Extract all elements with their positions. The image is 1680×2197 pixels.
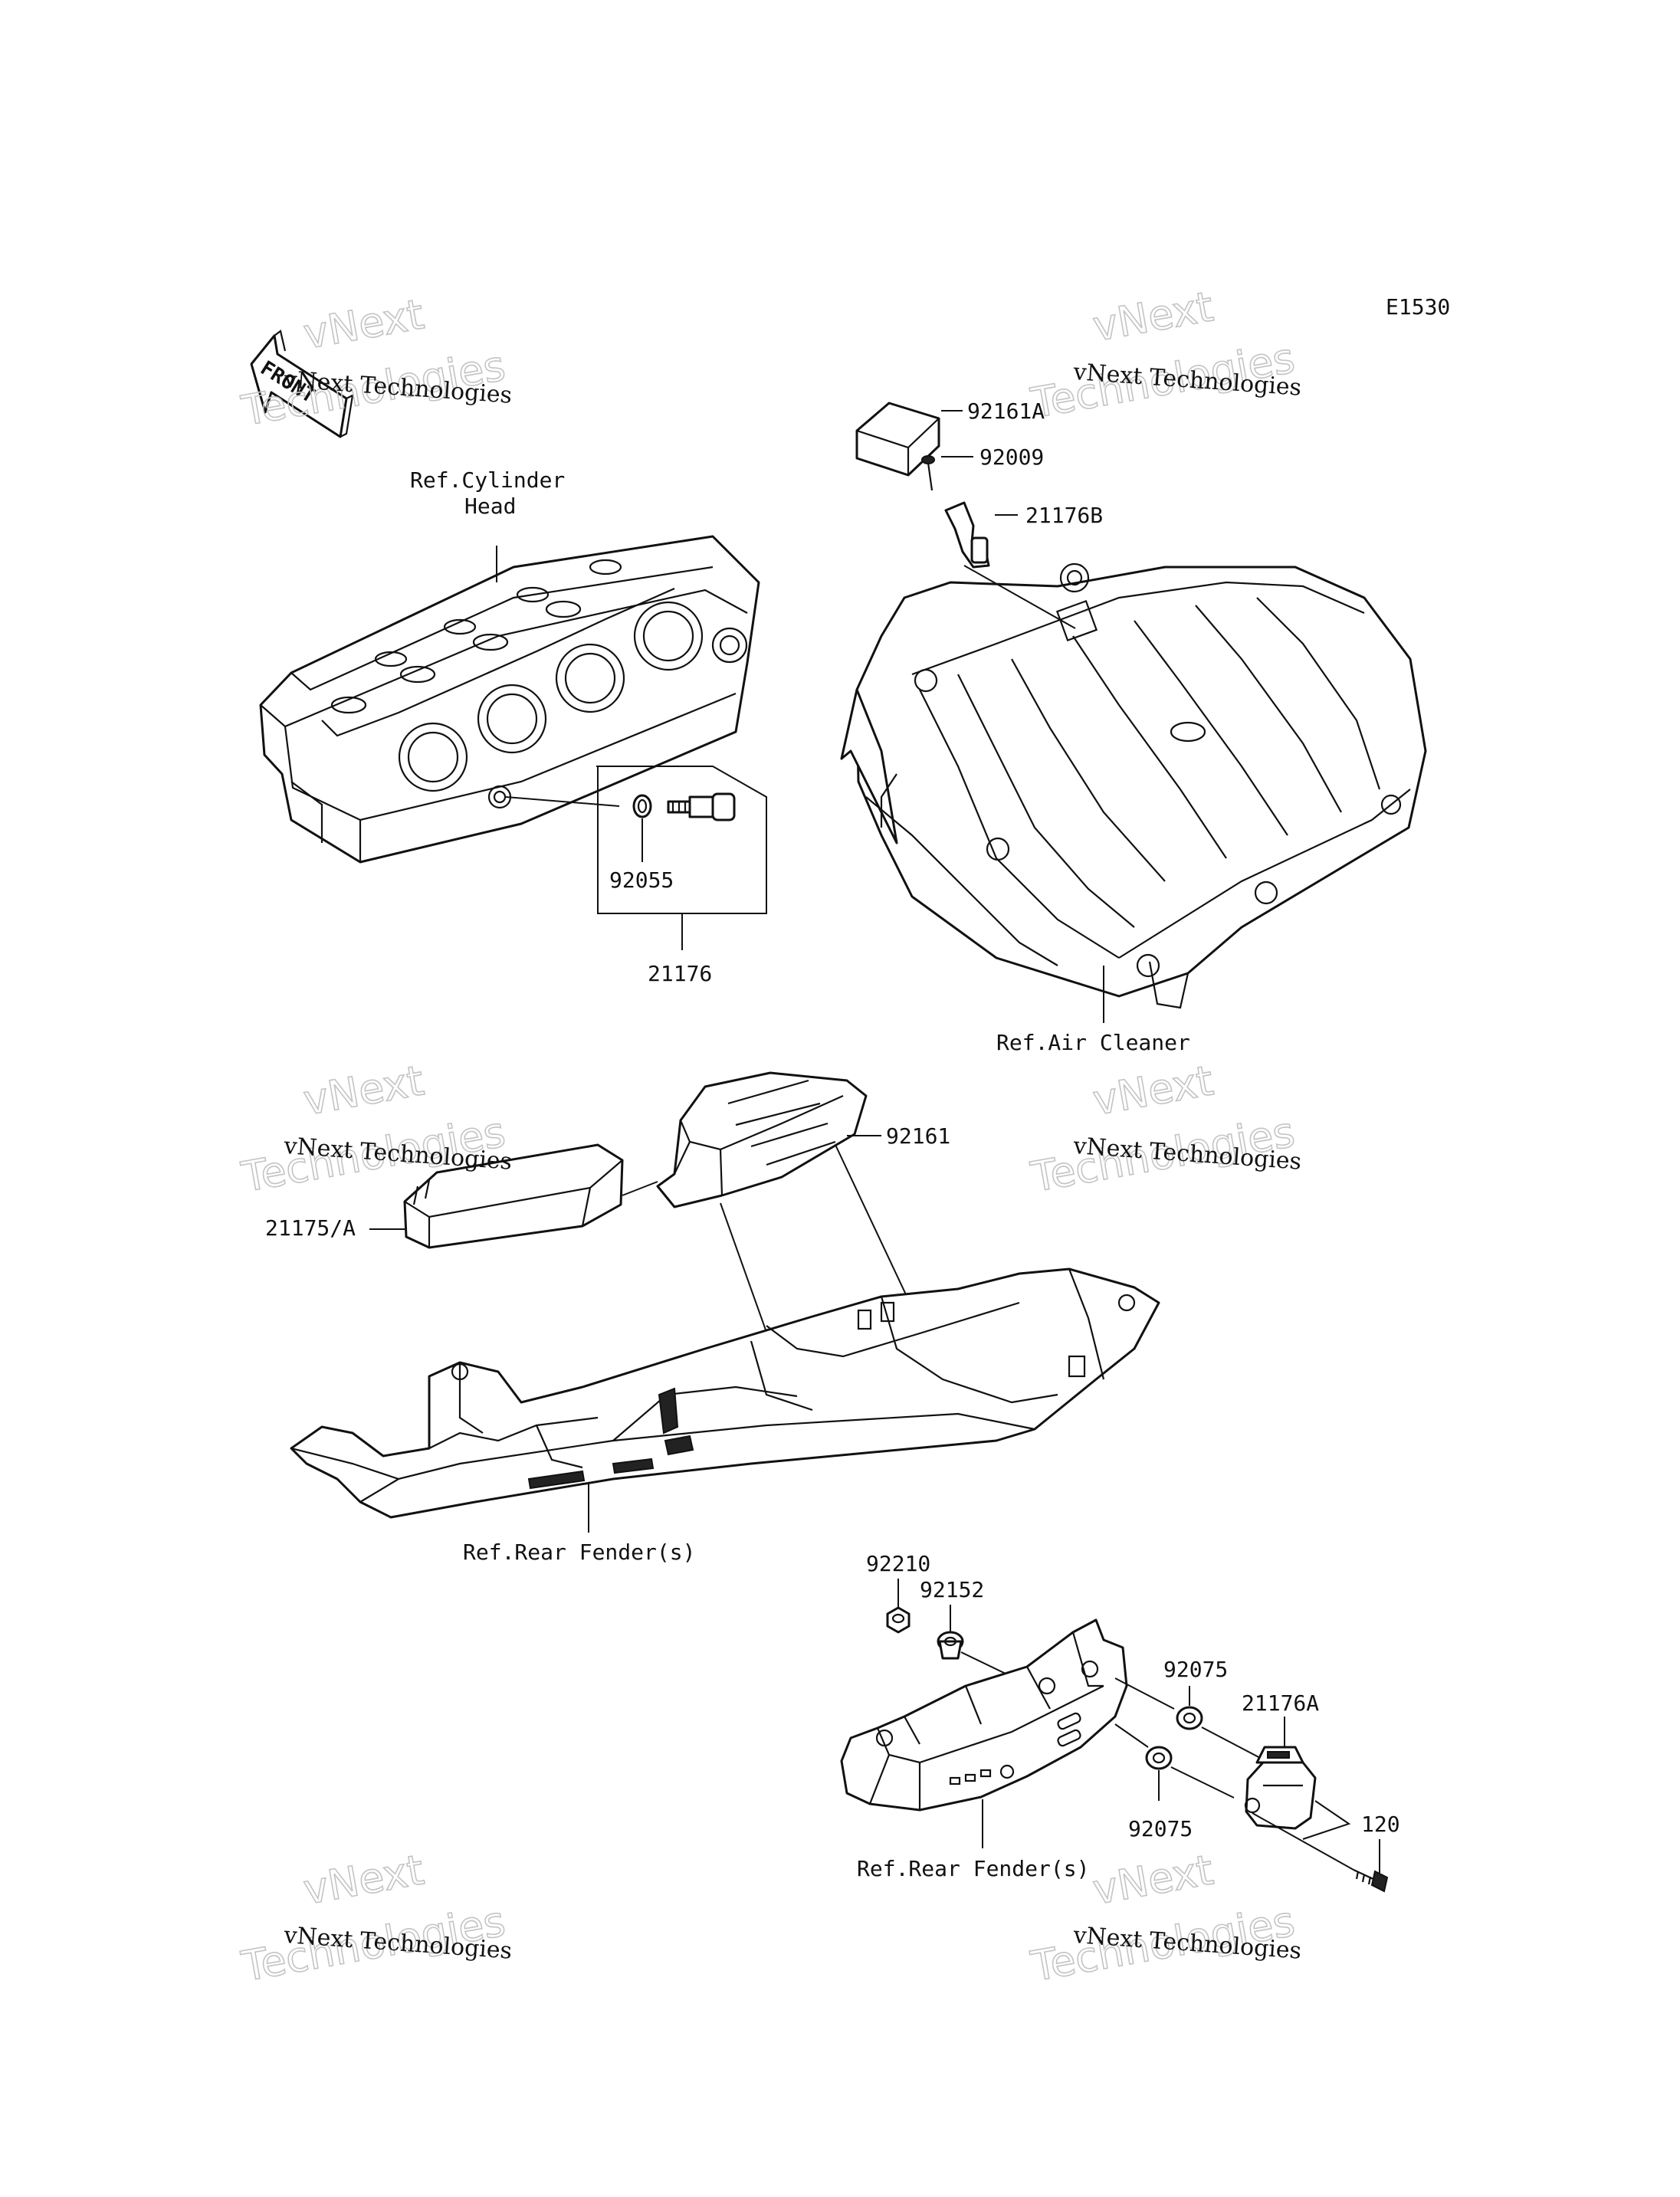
part-92161a-label: 92161A (967, 398, 1045, 424)
part-92075-lower-label: 92075 (1128, 1816, 1193, 1841)
rubber-block-92161a-icon (855, 402, 940, 477)
bracket-92161 (656, 1071, 868, 1208)
sensor-21176-icon (667, 792, 736, 821)
grommet-92075-upper-icon (1176, 1706, 1203, 1730)
ref-air-cleaner-label: Ref.Air Cleaner (996, 1030, 1190, 1055)
part-21176a-label: 21176A (1242, 1690, 1319, 1716)
bolt-120-icon (1353, 1869, 1389, 1893)
washer-92055-icon (632, 794, 652, 818)
part-92152-label: 92152 (920, 1577, 984, 1602)
watermark-mid-right: vNext Technologies vNext Technologies (1027, 1056, 1303, 1202)
part-21176b-label: 21176B (1025, 503, 1103, 528)
rear-fender-upper (290, 1267, 1160, 1519)
screw-92009-icon (921, 455, 935, 491)
collar-92152-icon (937, 1631, 964, 1660)
ref-rear-fender-label-1: Ref.Rear Fender(s) (463, 1540, 695, 1565)
cylinder-head (259, 535, 760, 864)
ref-rear-fender-label-2: Ref.Rear Fender(s) (857, 1856, 1089, 1881)
part-92210-label: 92210 (866, 1551, 930, 1576)
watermark-bottom-left: vNext Technologies vNext Technologies (238, 1845, 514, 1992)
air-cleaner (840, 562, 1427, 1009)
grommet-92075-lower-icon (1145, 1746, 1173, 1770)
nut-92210-icon (886, 1606, 911, 1634)
diagram-code: E1530 (1386, 294, 1450, 320)
sensor-group-box (596, 766, 767, 914)
part-92055-label: 92055 (609, 867, 674, 893)
svg-text:vNext: vNext (300, 290, 427, 358)
sensor-21176a-icon (1244, 1746, 1317, 1830)
svg-text:vNext: vNext (1089, 1056, 1216, 1124)
part-92161-label: 92161 (886, 1123, 950, 1149)
ref-cylinder-head-label-2: Head (464, 494, 516, 519)
part-92009-label: 92009 (979, 444, 1044, 470)
part-92075-upper-label: 92075 (1163, 1657, 1228, 1682)
part-120-label: 120 (1361, 1812, 1400, 1837)
watermark-top-right: vNext Technologies vNext Technologies (1027, 282, 1303, 428)
svg-text:vNext: vNext (300, 1845, 427, 1913)
svg-text:vNext: vNext (1089, 282, 1216, 350)
svg-text:vNext: vNext (1089, 1845, 1216, 1913)
ecu-21175a (403, 1143, 624, 1249)
part-21176-label: 21176 (648, 961, 712, 986)
ref-cylinder-head-label-1: Ref.Cylinder (410, 467, 565, 493)
rear-fender-lower (840, 1618, 1128, 1812)
svg-text:vNext: vNext (300, 1056, 427, 1124)
sensor-21176b-icon (944, 501, 990, 569)
part-21175a-label: 21175/A (265, 1215, 356, 1241)
